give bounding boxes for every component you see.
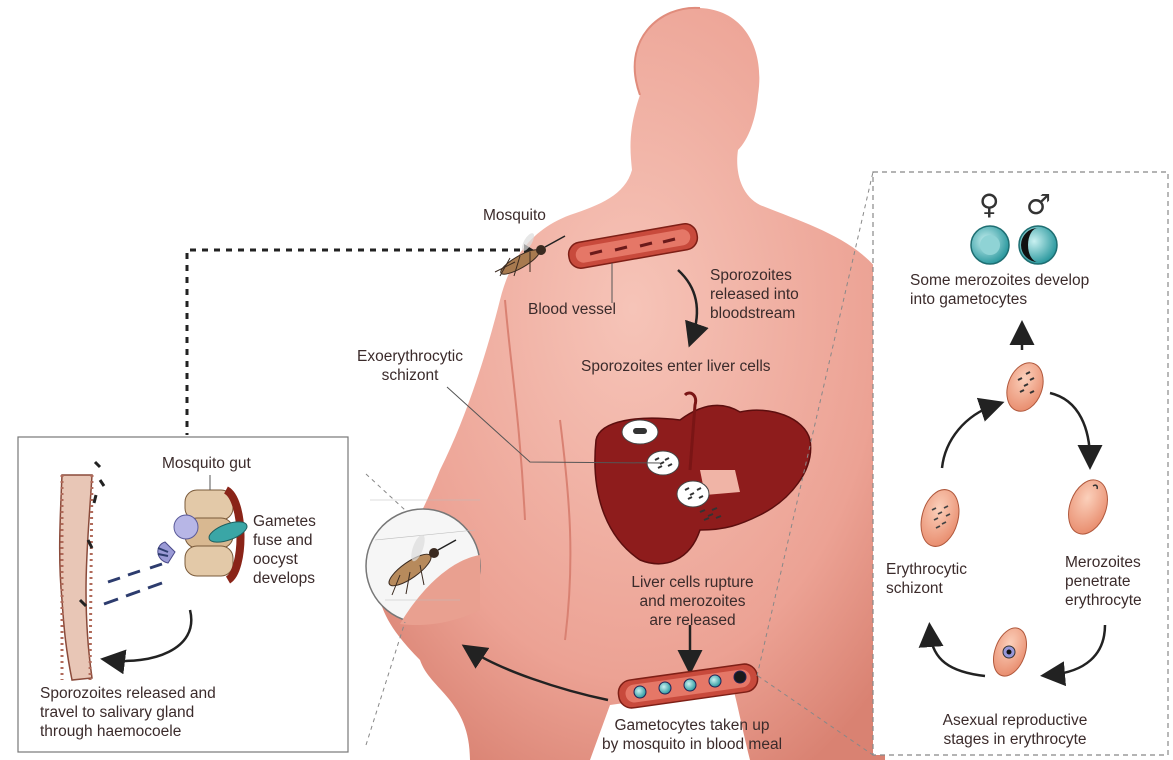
label-merozoites-penetrate: Merozoites penetrate erythrocyte bbox=[1065, 553, 1142, 610]
label-mosquito-gut: Mosquito gut bbox=[162, 454, 251, 473]
label-blood-vessel: Blood vessel bbox=[528, 300, 616, 319]
label-liver-cells-rupture: Liver cells rupture and merozoites are r… bbox=[610, 573, 775, 630]
male-symbol-icon: ♂ bbox=[1026, 191, 1051, 219]
label-asexual-stages: Asexual reproductive stages in erythrocy… bbox=[910, 711, 1120, 749]
label-exoerythrocytic-schizont: Exoerythrocytic schizont bbox=[340, 347, 480, 385]
label-sporozoites-released-bloodstream: Sporozoites released into bloodstream bbox=[710, 266, 799, 323]
label-sporozoites-travel: Sporozoites released and travel to saliv… bbox=[40, 684, 216, 741]
label-erythrocytic-schizont: Erythrocytic schizont bbox=[886, 560, 967, 598]
projection-line-1 bbox=[366, 474, 405, 510]
label-gametes-fuse: Gametes fuse and oocyst develops bbox=[253, 512, 316, 588]
female-symbol-icon: ♀ bbox=[979, 191, 1000, 219]
blood-stage-panel bbox=[873, 172, 1168, 755]
label-sporozoites-enter-liver: Sporozoites enter liver cells bbox=[581, 357, 771, 376]
label-some-merozoites: Some merozoites develop into gametocytes bbox=[910, 271, 1089, 309]
projection-line-2 bbox=[366, 622, 405, 745]
label-gametocytes-taken-up: Gametocytes taken up by mosquito in bloo… bbox=[572, 716, 812, 754]
label-mosquito: Mosquito bbox=[483, 206, 546, 225]
